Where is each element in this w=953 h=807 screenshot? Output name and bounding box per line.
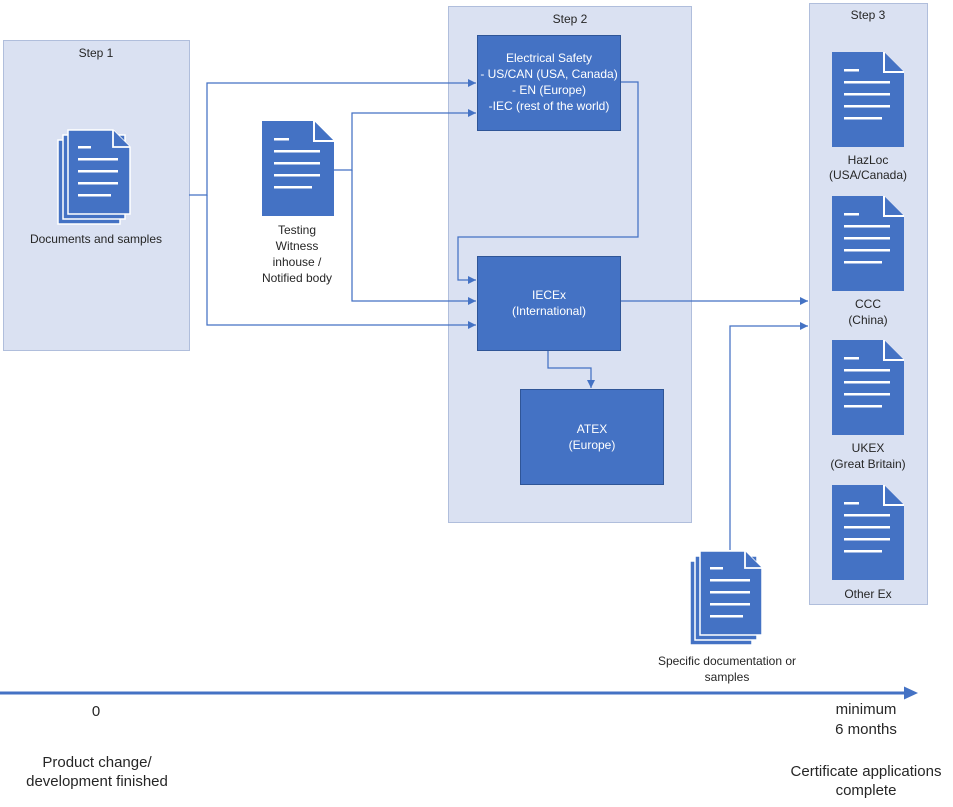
- connector-electrical-safety-to-iecex: [457, 81, 639, 285]
- electrical-safety-title: Electrical Safety: [506, 51, 592, 65]
- testing-node: Testing Witness inhouse / Notified body: [261, 120, 335, 285]
- timeline-arrowhead: [904, 686, 918, 700]
- timeline-end-caption-line1: Certificate applications: [791, 763, 942, 780]
- connector-step1-to-electrical-safety: [189, 78, 476, 196]
- testing-label-line3: inhouse /: [273, 255, 322, 269]
- certificate-name: CCC: [855, 297, 881, 311]
- certificate-region: (China): [848, 313, 887, 327]
- connector-step1-to-iecex: [206, 195, 476, 330]
- step2-title: Step 2: [553, 12, 588, 26]
- iecex-title: IECEx: [532, 288, 566, 302]
- testing-label-line2: Witness: [276, 239, 319, 253]
- specific-documentation-label-line1: Specific documentation or: [658, 654, 796, 668]
- certificate-other-ex: Other Ex: [831, 484, 905, 601]
- certificate-ccc: CCC (China): [831, 195, 905, 327]
- timeline-end-value-line2: 6 months: [835, 721, 897, 738]
- electrical-safety-line-us-can: - US/CAN (USA, Canada): [480, 67, 617, 81]
- testing-label-line1: Testing: [278, 223, 316, 237]
- certificate-hazloc: HazLoc (USA/Canada): [829, 51, 907, 182]
- iecex-node: IECEx (International): [477, 256, 621, 351]
- atex-node: ATEX (Europe): [520, 389, 664, 485]
- timeline-end-value-line1: minimum: [836, 701, 897, 718]
- specific-documentation-node: Specific documentation or samples: [658, 550, 796, 684]
- document-icon: [831, 195, 905, 292]
- connector-testing-to-electrical-safety: [334, 108, 476, 171]
- specific-documentation-label-line2: samples: [705, 670, 750, 684]
- timeline-end-caption-line2: complete: [836, 782, 897, 799]
- electrical-safety-line-iec: -IEC (rest of the world): [489, 99, 610, 113]
- atex-title: ATEX: [577, 422, 607, 436]
- certificate-name: HazLoc: [848, 153, 889, 167]
- timeline-start-caption-line1: Product change/: [42, 754, 152, 771]
- connectors: [189, 78, 808, 550]
- electrical-safety-node: Electrical Safety - US/CAN (USA, Canada)…: [477, 35, 621, 131]
- atex-box: [520, 389, 664, 485]
- connector-iecex-to-atex: [547, 350, 596, 388]
- step3-title: Step 3: [851, 8, 886, 22]
- testing-label-line4: Notified body: [262, 271, 332, 285]
- certificate-region: (Great Britain): [830, 457, 905, 471]
- document-icon: [831, 51, 905, 148]
- certificate-name: Other Ex: [844, 587, 891, 601]
- atex-subtitle: (Europe): [569, 438, 616, 452]
- electrical-safety-line-en: - EN (Europe): [512, 83, 586, 97]
- iecex-subtitle: (International): [512, 304, 586, 318]
- electrical-safety-box: [477, 35, 621, 131]
- timeline-start-caption-line2: development finished: [26, 773, 168, 790]
- certificate-region: (USA/Canada): [829, 168, 907, 182]
- stacked-documents-icon: [689, 550, 763, 646]
- connector-specific-documentation-to-step3: [729, 321, 808, 550]
- iecex-box: [477, 256, 621, 351]
- certificate-ukex: UKEX (Great Britain): [830, 339, 906, 471]
- connector-testing-to-iecex: [351, 170, 476, 306]
- stacked-documents-icon: [57, 129, 131, 225]
- documents-and-samples-label: Documents and samples: [30, 232, 162, 246]
- document-icon: [831, 484, 905, 581]
- timeline: 0 minimum 6 months Product change/ devel…: [0, 686, 942, 799]
- timeline-start-value: 0: [92, 703, 100, 720]
- certificate-name: UKEX: [852, 441, 885, 455]
- step1-title: Step 1: [79, 46, 114, 60]
- document-icon: [261, 120, 335, 217]
- document-icon: [831, 339, 905, 436]
- step1-column: Step 1 Documents and samples: [3, 40, 190, 351]
